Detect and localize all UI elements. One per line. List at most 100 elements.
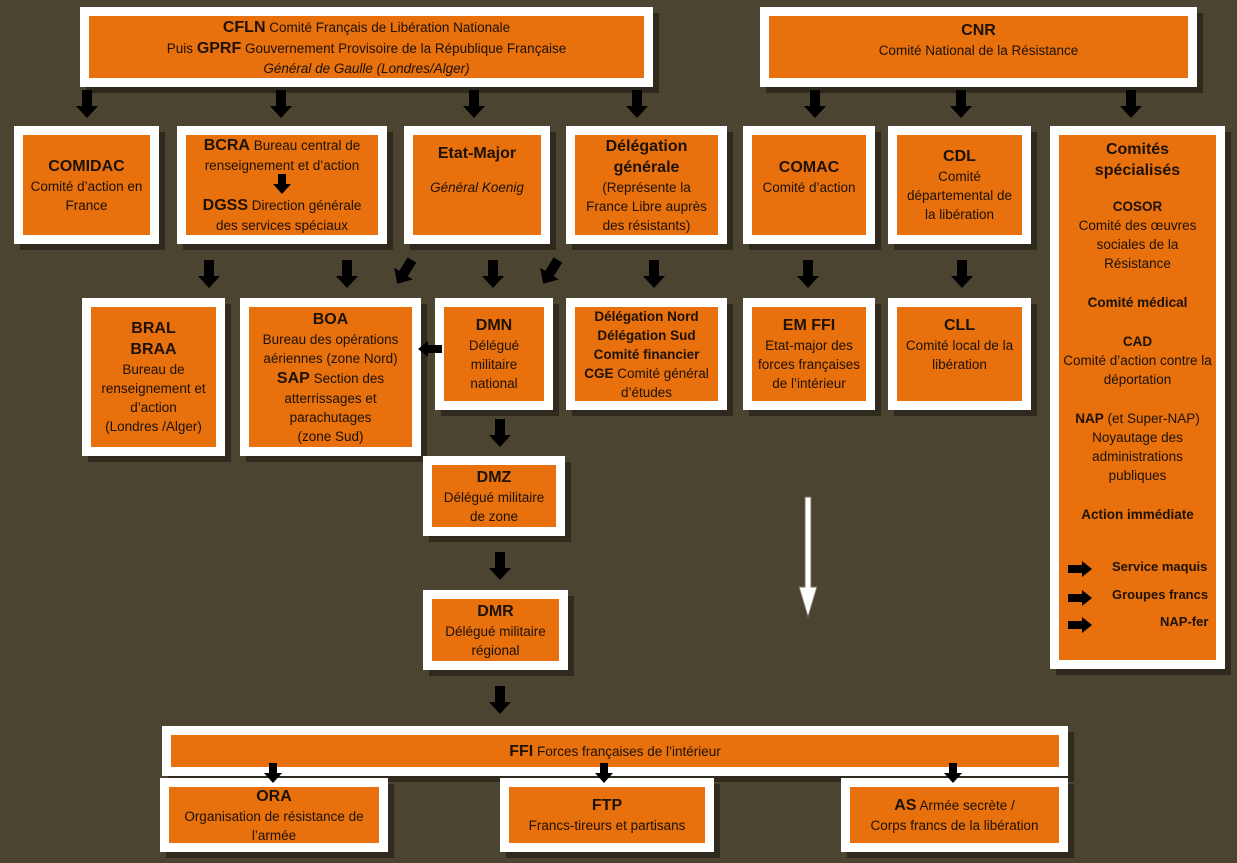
bral-place: (Londres /Alger) [105,419,202,434]
ffi-box: FFI Forces françaises de l’intérieur [162,726,1068,776]
ftp-abbr: FTP [591,797,623,814]
arrow-cnr-cdl [950,90,972,118]
arrow-etat-major-dmn [482,260,504,288]
comidac-abbr: COMIDAC [48,157,125,175]
cge-name: Comité général d’études [617,365,709,400]
arrow-dmz-dmr [489,552,511,580]
gprf-name: Gouvernement Provisoire de la République… [245,40,567,56]
dmn-name: Délégué militaire national [468,338,520,391]
cfln-box: CFLN Comité Français de Libération Natio… [80,7,653,87]
bral-name: Bureau de renseignement et d’action [101,362,206,415]
bcra-abbr: BCRA [203,137,250,154]
arrow-nap-fer [1068,617,1092,633]
dmn-abbr: DMN [475,317,513,334]
as-abbr: AS [894,797,917,814]
boa-box-content: BOA Bureau des opérations aériennes (zon… [249,307,412,447]
etat-major-box: Etat-Major Général Koenig [404,126,550,244]
boa-abbr: BOA [312,310,349,328]
cdl-box: CDL Comité départemental de la libératio… [888,126,1031,244]
comite-financier: Comité financier [593,346,700,362]
cnr-abbr: CNR [961,22,996,39]
bral-box-content: BRAL BRAA Bureau de renseignement et d’a… [91,307,216,447]
cll-box-content: CLL Comité local de la libération [897,307,1022,401]
arrow-ffi-as [944,763,962,783]
comac-box: COMAC Comité d’action [743,126,875,244]
arrow-service-maquis [1068,561,1092,577]
delegation-group-box: Délégation Nord Délégation Sud Comité fi… [566,298,727,410]
dmn-box-content: DMN Délégué militaire national [444,307,544,401]
arrow-bcra-dgss [273,174,291,194]
cnr-box-content: CNR Comité National de la Résistance [769,16,1188,78]
delegation-generale-box-content: Délégation générale (Représente la Franc… [575,135,718,235]
as-name2: Corps francs de la libération [870,818,1039,833]
em-ffi-name: Etat-major des forces françaises de l’in… [757,338,861,391]
as-name: Armée secrète / [919,798,1015,813]
dmz-name: Délégué militaire de zone [443,489,545,524]
arrow-delegation-group [643,260,665,288]
arrow-comac-emffi [797,260,819,288]
cfln-leader: Général de Gaulle (Londres/Alger) [263,60,470,76]
cad-abbr: CAD [1122,334,1153,349]
cge-abbr: CGE [584,365,614,381]
groupes-francs-label: Groupes francs [1112,587,1209,602]
cll-box: CLL Comité local de la libération [888,298,1031,410]
ora-box-content: ORA Organisation de résistance de l’armé… [169,787,379,843]
dmr-box-content: DMR Délégué militaire régional [432,599,559,661]
dgss-abbr: DGSS [202,197,248,214]
cdl-abbr: CDL [943,148,976,165]
bral-box: BRAL BRAA Bureau de renseignement et d’a… [82,298,225,456]
delegation-generale-title: Délégation générale [605,137,688,176]
comite-medical: Comité médical [1087,295,1188,310]
etat-major-box-content: Etat-Major Général Koenig [413,135,541,235]
as-box-content: AS Armée secrète / Corps francs de la li… [850,787,1059,843]
gprf-prefix: Puis [166,40,194,56]
arrow-cfln-bcra [270,90,292,118]
ora-abbr: ORA [256,787,292,805]
etat-major-leader: Général Koenig [430,180,524,195]
arrow-cfln-comidac [76,90,98,118]
delegation-nord: Délégation Nord [594,308,699,324]
arrow-long-down [798,496,818,619]
delegation-group-box-content: Délégation Nord Délégation Sud Comité fi… [575,307,718,401]
arrow-ffi-ftp [595,763,613,783]
cll-abbr: CLL [943,317,976,334]
cnr-box: CNR Comité National de la Résistance [760,7,1197,87]
as-box: AS Armée secrète / Corps francs de la li… [841,778,1068,852]
arrow-cfln-etat-major [463,90,485,118]
service-maquis-label: Service maquis [1112,559,1208,574]
arrow-cfln-delegation [626,90,648,118]
dmz-abbr: DMZ [476,468,512,486]
comites-specialises-box-content: Comités spécialisés COSOR Comité des œuv… [1059,135,1216,660]
nap-fer-label: NAP-fer [1160,614,1209,629]
cdl-box-content: CDL Comité départemental de la libératio… [897,135,1022,235]
arrow-dmn-boa [418,341,442,357]
dmr-name: Délégué militaire régional [445,623,546,658]
gprf-abbr: GPRF [196,39,242,57]
dmn-box: DMN Délégué militaire national [435,298,553,410]
arrow-dmn-dmz [489,419,511,447]
dmz-box: DMZ Délégué militaire de zone [423,456,565,536]
dgss-name: Direction générale des services spéciaux [215,198,362,233]
cfln-abbr: CFLN [222,18,266,36]
delegation-generale-desc: (Représente la France Libre auprès des r… [586,179,707,233]
em-ffi-box-content: EM FFI Etat-major des forces françaises … [752,307,866,401]
dmr-abbr: DMR [477,602,514,620]
comidac-name: Comité d’action en France [30,178,143,213]
arrow-bcra-bral [198,260,220,288]
nap-abbr: NAP [1075,411,1104,426]
arrow-cnr-comites [1120,90,1142,118]
arrow-groupes-francs [1068,590,1092,606]
etat-major-title: Etat-Major [437,145,517,162]
sap-name: Section des atterrissages et parachutage… [284,370,385,425]
comites-specialises-box: Comités spécialisés COSOR Comité des œuv… [1050,126,1225,669]
nap-name: Noyautage des administrations publiques [1092,430,1183,483]
cad-name: Comité d’action contre la déportation [1063,353,1212,387]
boa-box: BOA Bureau des opérations aériennes (zon… [240,298,421,456]
arrow-etat-major-boa [387,254,422,290]
comac-name: Comité d’action [762,180,856,195]
delegation-sud: Délégation Sud [597,327,696,343]
delegation-generale-box: Délégation générale (Représente la Franc… [566,126,727,244]
ftp-box: FTP Francs-tireurs et partisans [500,778,714,852]
sap-abbr: SAP [276,369,310,387]
